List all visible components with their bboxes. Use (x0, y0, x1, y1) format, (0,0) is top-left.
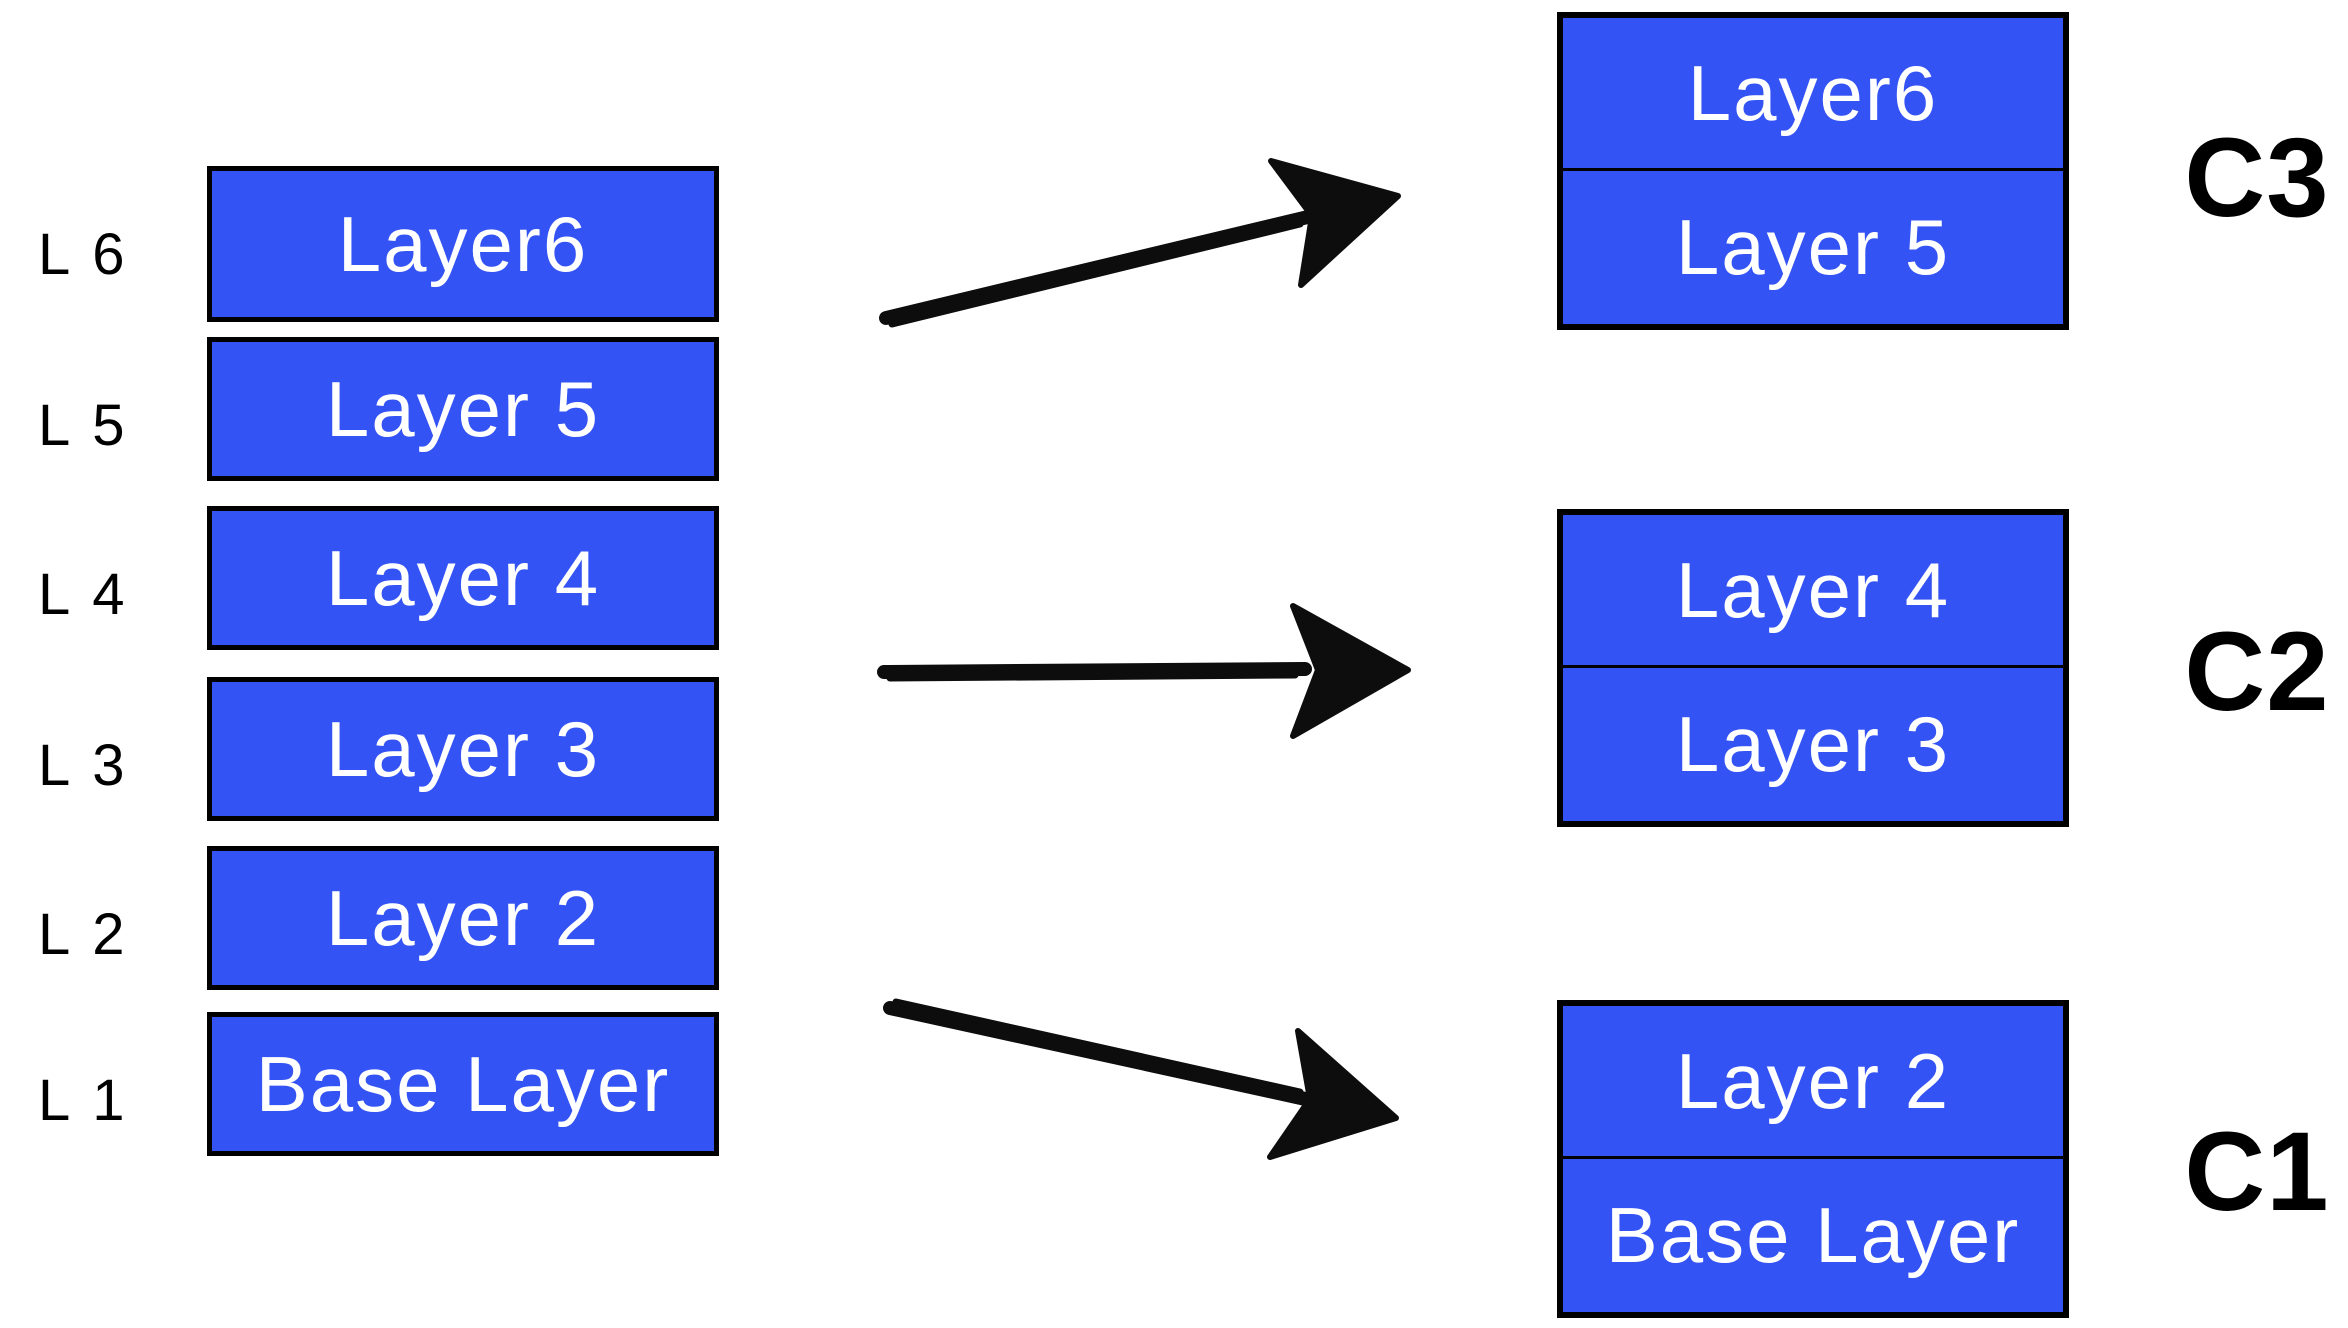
container-c2: Layer 4 Layer 3 (1557, 509, 2069, 827)
layer-box-layer4: Layer 4 (207, 506, 719, 650)
arrow-right-icon (877, 603, 1411, 739)
side-label-l5: L 5 (38, 392, 129, 458)
arrow-up-right-icon (879, 158, 1401, 328)
side-label-l4: L 4 (38, 561, 129, 627)
layer-box-layer2: Layer 2 (207, 846, 719, 990)
container-c1-cell-layer2: Layer 2 (1563, 1006, 2063, 1159)
container-c1-cell-base-layer: Base Layer (1605, 1191, 2021, 1279)
container-label-c3: C3 (2184, 114, 2330, 240)
arrow-down-right-icon (883, 998, 1399, 1160)
side-label-l3: L 3 (38, 732, 129, 798)
side-label-l2: L 2 (38, 901, 129, 967)
container-label-c1: C1 (2184, 1108, 2330, 1234)
container-c3: Layer6 Layer 5 (1557, 12, 2069, 330)
container-c3-cell-layer6: Layer6 (1563, 18, 2063, 171)
layer-box-layer6: Layer6 (207, 166, 719, 322)
layer-box-layer5: Layer 5 (207, 337, 719, 481)
container-c2-cell-layer3: Layer 3 (1675, 700, 1951, 788)
container-c3-cell-layer5: Layer 5 (1675, 203, 1951, 291)
side-label-l6: L 6 (38, 221, 129, 287)
container-c2-cell-layer4: Layer 4 (1563, 515, 2063, 668)
layer-box-base-layer: Base Layer (207, 1012, 719, 1156)
layer-box-layer3: Layer 3 (207, 677, 719, 821)
container-c1: Layer 2 Base Layer (1557, 1000, 2069, 1318)
side-label-l1: L 1 (38, 1067, 129, 1133)
container-label-c2: C2 (2184, 608, 2330, 734)
